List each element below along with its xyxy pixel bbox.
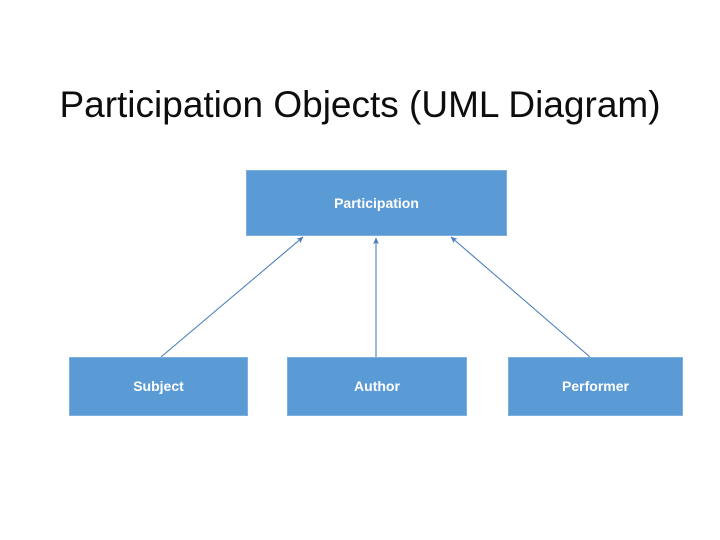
- page-title: Participation Objects (UML Diagram): [59, 84, 661, 125]
- node-participation[interactable]: Participation: [246, 170, 507, 236]
- node-author-label: Author: [354, 378, 400, 394]
- node-subject-label: Subject: [133, 378, 184, 394]
- node-participation-label: Participation: [334, 195, 419, 211]
- connector-subject-to-participation: [160, 236, 304, 358]
- node-performer-label: Performer: [562, 378, 629, 394]
- connector-performer-to-participation: [450, 236, 591, 358]
- node-subject[interactable]: Subject: [69, 357, 248, 416]
- node-performer[interactable]: Performer: [508, 357, 683, 416]
- node-author[interactable]: Author: [287, 357, 467, 416]
